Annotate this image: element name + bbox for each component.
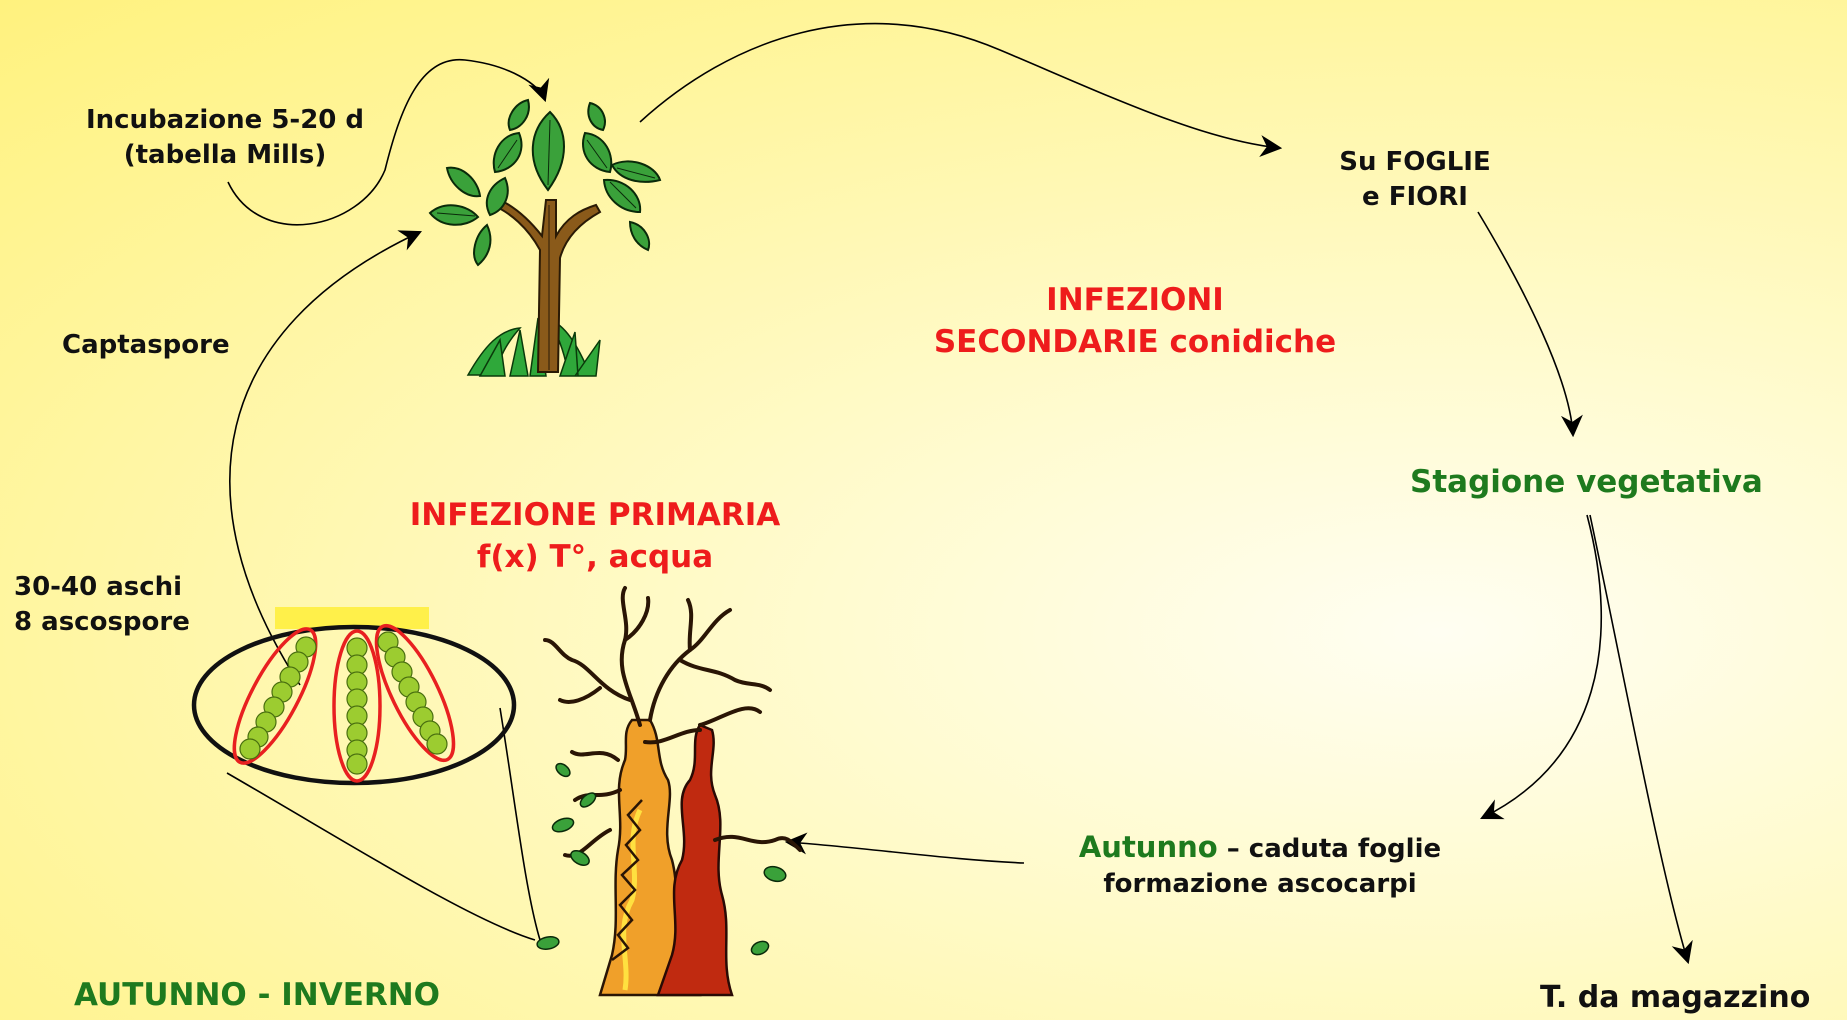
season-to-storage-arrow	[1589, 514, 1693, 965]
tree-to-leaves-arrow	[639, 22, 1283, 157]
leaves-flowers-line-2: e FIORI	[1362, 182, 1468, 213]
bare-tree-icon	[536, 586, 802, 997]
captaspore-label: Captaspore	[62, 330, 230, 360]
primary-infection-line-2: f(x) T°, acqua	[476, 538, 714, 575]
secondary-infection-line-2: SECONDARIE conidiche	[933, 323, 1337, 360]
asci-line-1: 30-40 aschi	[14, 572, 183, 602]
secondary-infection-line-1: INFEZIONI	[1046, 282, 1224, 318]
zoom-line-side	[499, 707, 541, 941]
asci-label: 30-40 aschi 8 ascospore	[14, 570, 190, 640]
leaves-flowers-line-1: Su FOGLIE	[1339, 147, 1491, 177]
incubation-line-1: Incubazione 5-20 d	[85, 105, 365, 135]
autumn-label: Autunno – caduta foglie formazione ascoc…	[1040, 828, 1480, 902]
primary-infection-label: INFEZIONE PRIMARIA f(x) T°, acqua	[355, 495, 835, 579]
autumn-winter-label: AUTUNNO - INVERNO	[74, 977, 441, 1013]
autumn-to-bare-tree-arrow	[784, 832, 1025, 864]
zoom-line-bottom	[226, 772, 536, 941]
perithecium-to-tree-arrow	[229, 230, 422, 686]
primary-infection-line-1: INFEZIONE PRIMARIA	[409, 497, 781, 533]
incubation-label: Incubazione 5-20 d (tabella Mills)	[60, 103, 390, 173]
secondary-infection-label: INFEZIONI SECONDARIE conidiche	[895, 280, 1375, 364]
autumn-line-1: Autunno – caduta foglie	[1040, 828, 1480, 867]
season-to-autumn-arrow	[1480, 514, 1602, 820]
asci-line-2: 8 ascospore	[14, 607, 190, 638]
incubation-arrow	[227, 59, 550, 226]
leaves-to-season-arrow	[1477, 211, 1583, 438]
vegetative-season-label: Stagione vegetativa	[1410, 464, 1763, 500]
storage-label: T. da magazzino	[1540, 980, 1811, 1015]
autumn-leaf-fall: – caduta foglie	[1217, 834, 1442, 864]
perithecium-icon	[191, 607, 517, 786]
tree-icon	[428, 98, 662, 377]
ascocarp-formation-line: formazione ascocarpi	[1103, 869, 1417, 900]
incubation-line-2: (tabella Mills)	[123, 140, 327, 171]
autumn-word: Autunno	[1078, 830, 1218, 864]
leaves-flowers-label: Su FOGLIE e FIORI	[1310, 145, 1520, 215]
